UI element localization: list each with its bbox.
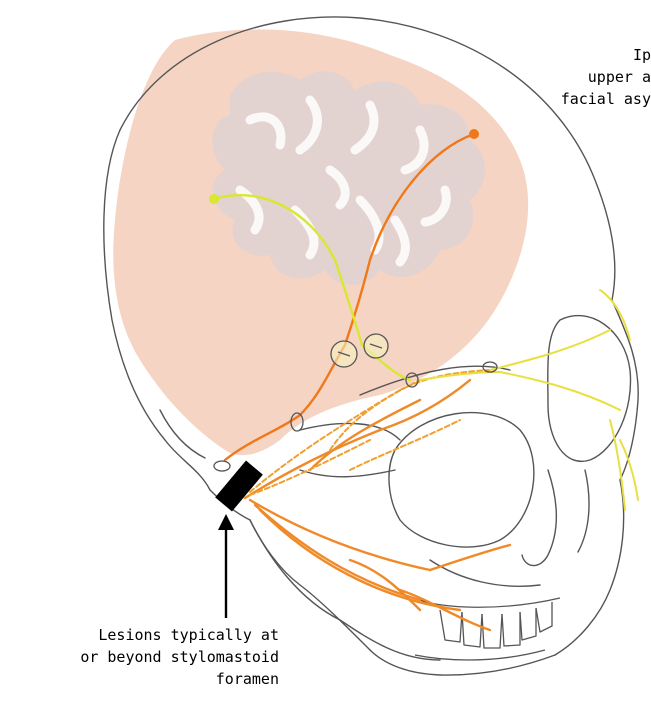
top-label-line-2: upper a [511,66,651,88]
lesion-label: Lesions typically at or beyond stylomast… [80,624,279,690]
top-label-line-3: facial asy [511,88,651,110]
top-right-label: Ip upper a facial asy [511,44,651,110]
lesion-label-line-3: foramen [80,668,279,690]
cortex-dot-yellow [209,194,219,204]
cortex-dot-orange [469,129,479,139]
lesion-arrow [218,514,234,618]
lesion-label-line-2: or beyond stylomastoid [80,646,279,668]
top-label-line-1: Ip [511,44,651,66]
lesion-label-line-1: Lesions typically at [80,624,279,646]
